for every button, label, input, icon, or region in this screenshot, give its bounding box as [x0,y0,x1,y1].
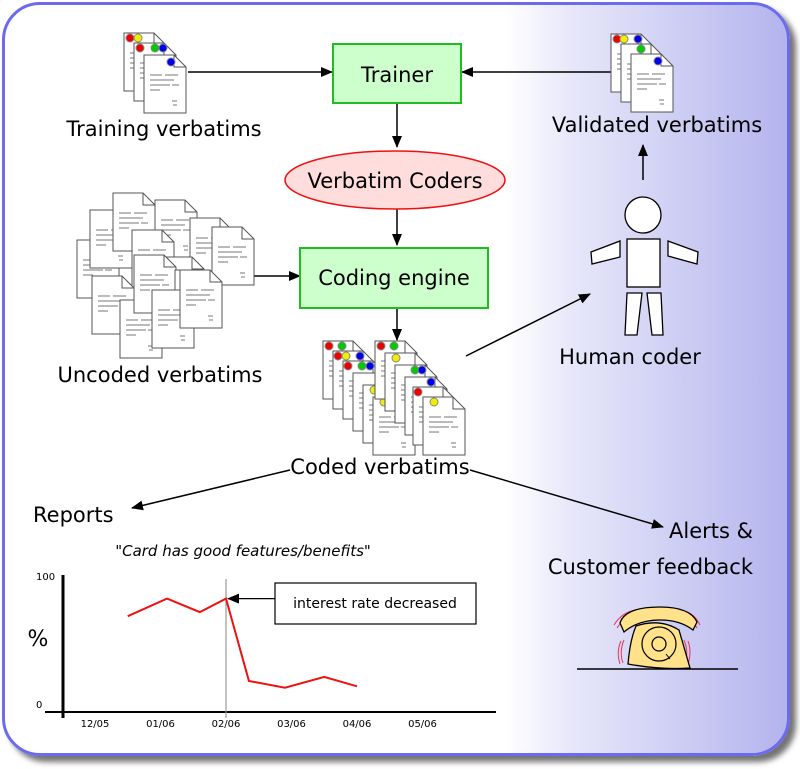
x-tick-label: 01/06 [146,719,175,730]
trainer-node: Trainer [332,43,462,104]
verbatim-coders-label: Verbatim Coders [307,169,482,193]
annotation-box [274,582,477,625]
document-pile-icon [76,192,255,359]
person-icon [590,196,699,336]
training-verbatims-label: Training verbatims [65,117,261,141]
y-tick-label: 100 [36,572,55,583]
alerts-label-line1: Alerts & [669,519,753,543]
x-tick-label: 03/06 [277,719,306,730]
validated-verbatims-label: Validated verbatims [552,113,762,137]
reports-label: Reports [33,503,114,527]
coding-engine-label: Coding engine [318,266,470,290]
x-tick-label: 05/06 [408,719,437,730]
document-stack-icon [610,33,674,113]
document-stack-icon [123,32,187,114]
alerts-label-line2: Customer feedback [548,555,754,579]
arrow-coded-to-alerts [469,469,664,529]
verbatim-coders-node: Verbatim Coders [284,150,506,210]
connector-arrows [131,67,664,529]
x-tick-label: 04/06 [343,719,372,730]
report-line-chart: "Card has good features/benefits" % 0 100… [28,542,496,730]
x-tick-label: 02/06 [212,719,241,730]
human-coder-label: Human coder [559,345,701,369]
trainer-label: Trainer [360,63,433,87]
y-tick-label: 0 [36,700,42,711]
series-line [127,597,358,689]
uncoded-verbatims-label: Uncoded verbatims [58,363,263,387]
coded-document-pile-icon [322,340,466,456]
ringing-telephone-icon [577,606,738,670]
coding-engine-node: Coding engine [299,247,489,309]
annotation: interest rate decreased [227,582,477,625]
arrow-coded-to-human [465,293,591,357]
chart-title: "Card has good features/benefits" [115,542,371,560]
coded-verbatims-label: Coded verbatims [290,455,469,479]
y-axis-label: % [28,627,49,652]
x-tick-label: 12/05 [81,719,110,730]
arrow-coded-to-reports [131,469,291,511]
annotation-text: interest rate decreased [293,596,457,612]
